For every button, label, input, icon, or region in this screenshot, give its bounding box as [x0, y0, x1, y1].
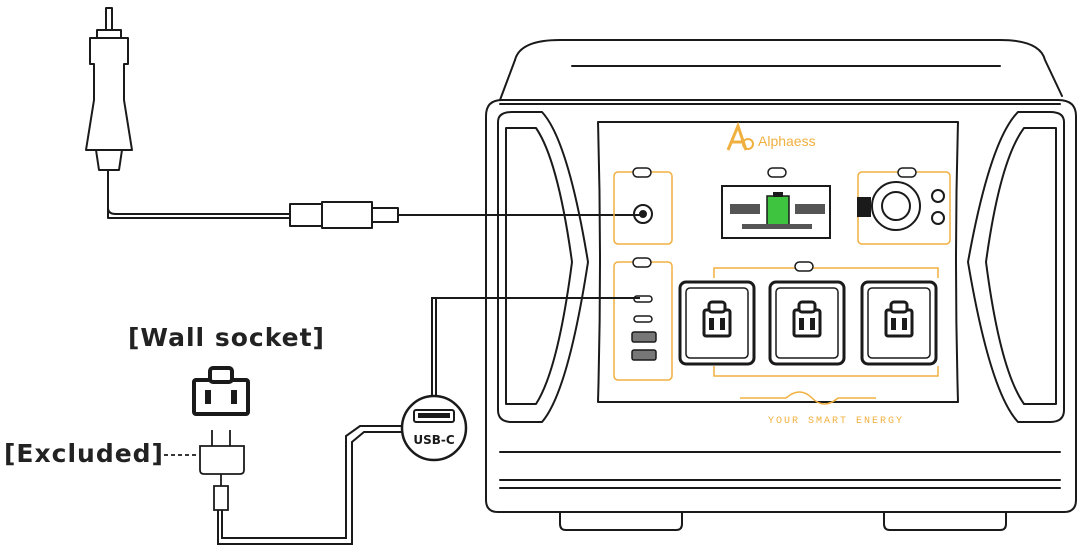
indicator-led-4	[632, 257, 652, 268]
ac-outlets	[678, 280, 938, 366]
ac-outlet-1	[678, 280, 756, 366]
ac-input-socket	[857, 181, 945, 231]
usb-c-callout	[400, 394, 468, 462]
dc-input-port	[633, 204, 653, 224]
wave-icon	[785, 391, 839, 405]
car-charger-plug	[85, 7, 291, 219]
wall-adapter-icon	[164, 430, 245, 511]
ac-outlets-bracket-bottom	[713, 366, 939, 377]
wall-socket-icon	[192, 366, 250, 416]
wall-socket-label: [Wall socket]	[128, 323, 325, 352]
indicator-led-5	[794, 261, 814, 272]
brand-name: Alphaess	[758, 133, 816, 149]
usb-ports	[631, 295, 657, 361]
lcd-display	[721, 185, 831, 239]
ac-outlet-3	[860, 280, 938, 366]
indicator-led-2	[767, 167, 787, 178]
indicator-led-1	[632, 167, 652, 178]
dc-input-frame	[613, 171, 673, 245]
dc-connector	[289, 201, 641, 229]
usb-c-cable	[217, 297, 640, 545]
indicator-led-3	[897, 167, 917, 178]
ac-outlets-bracket-top	[713, 267, 939, 278]
ac-outlet-2	[768, 280, 846, 366]
slogan-text: YOUR SMART ENERGY	[768, 416, 904, 427]
usb-c-label: USB-C	[413, 433, 455, 447]
brand-logo-icon	[726, 121, 754, 151]
excluded-label: [Excluded]	[4, 439, 164, 468]
power-station	[485, 39, 1077, 531]
